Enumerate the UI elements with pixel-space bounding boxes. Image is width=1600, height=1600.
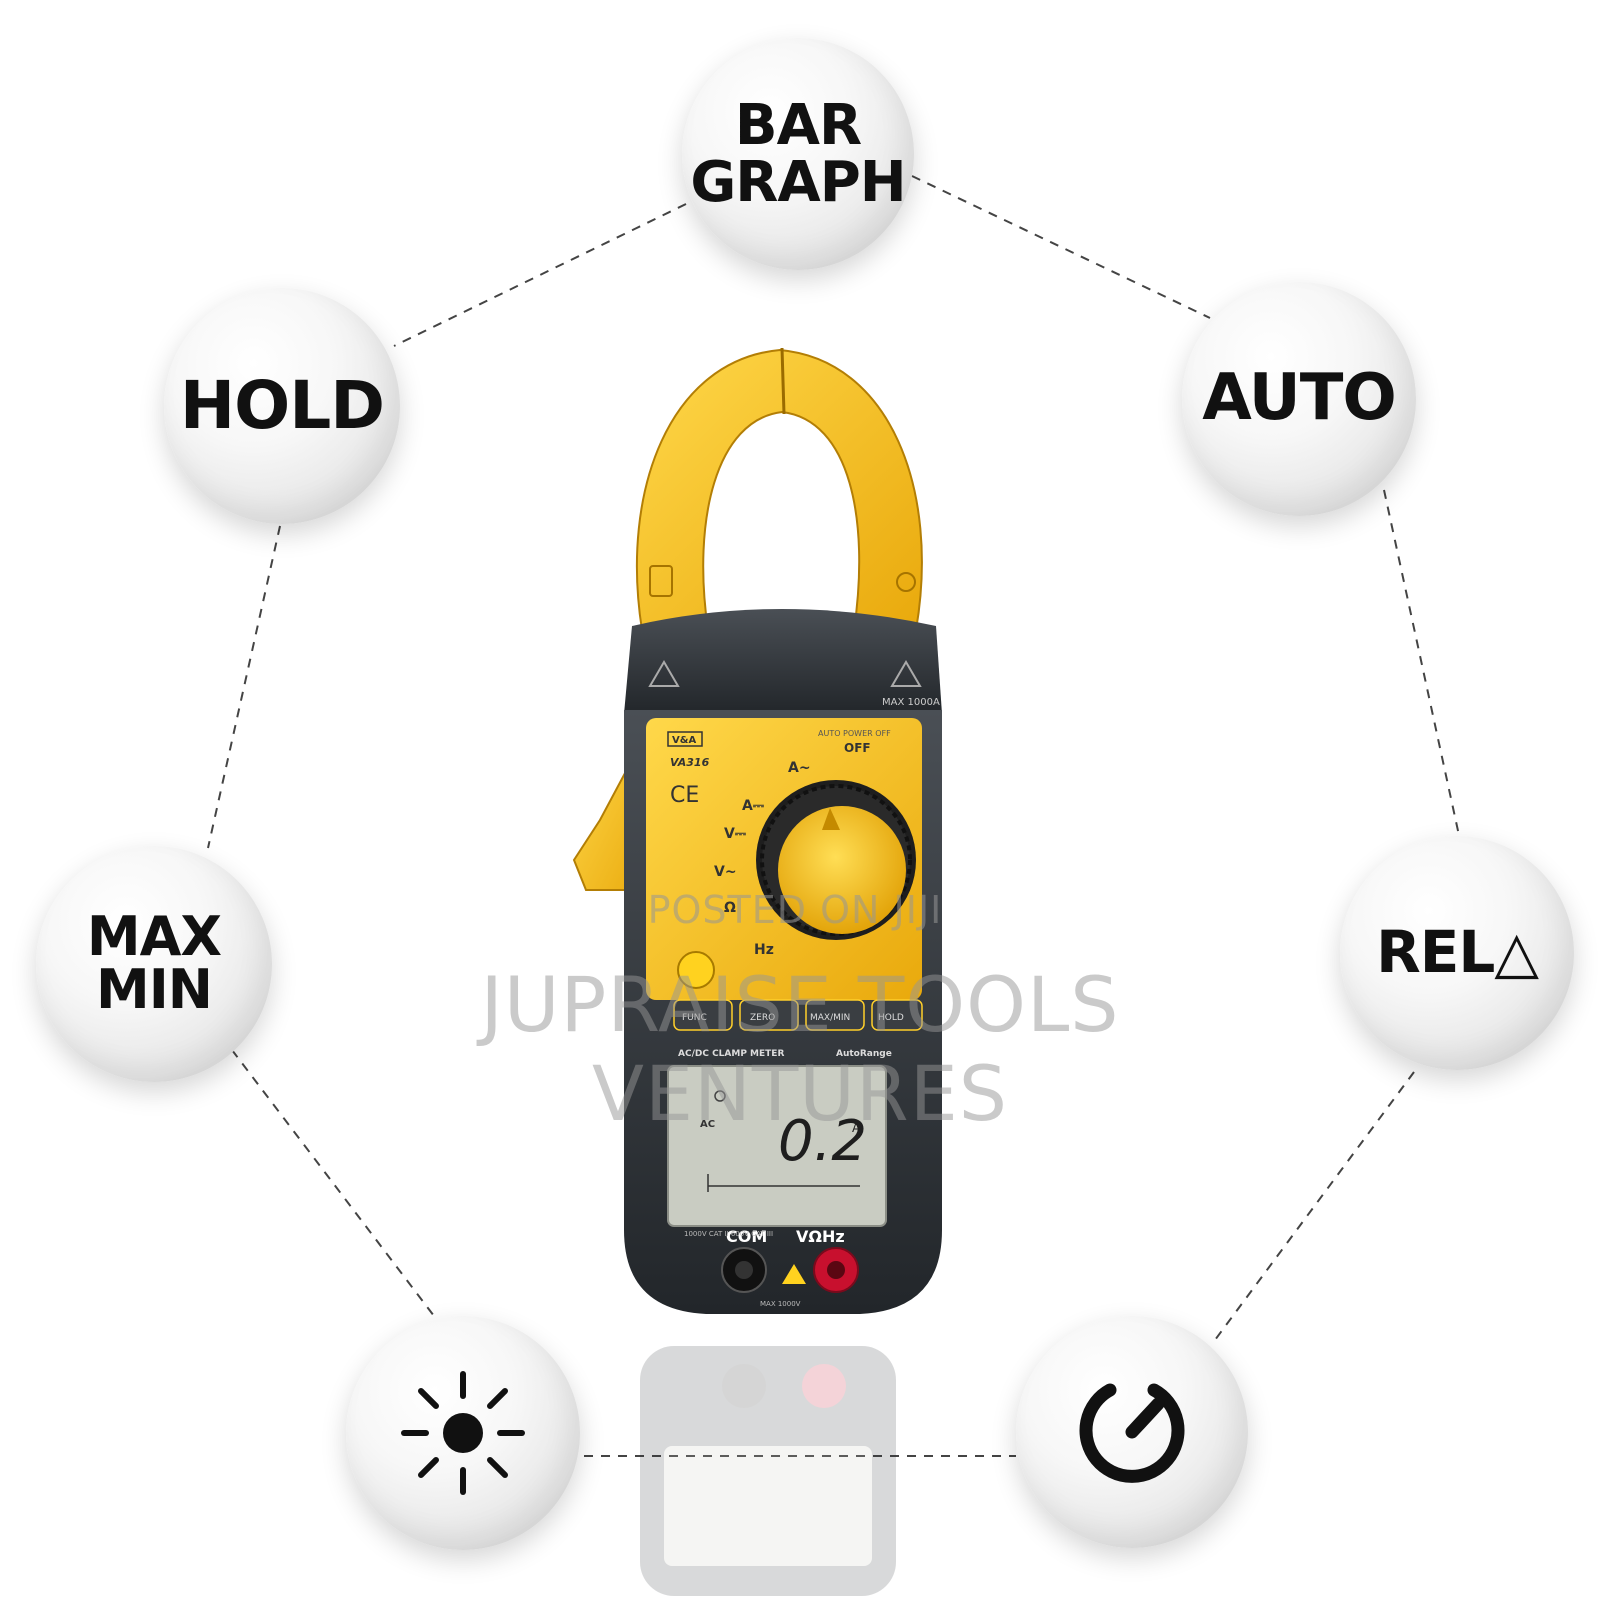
- model-label: VA316: [670, 756, 710, 769]
- watermark-posted-on: POSTED ON JIJI: [647, 888, 943, 932]
- dial-label-frequency: Hz: [754, 942, 774, 958]
- power-icon: [1079, 1383, 1185, 1483]
- dial-label-ac-voltage: V~: [714, 864, 737, 880]
- connector-bar-auto: [911, 175, 1211, 319]
- clamp-jaw: [635, 348, 923, 631]
- backlight-feature: [346, 1316, 580, 1550]
- max-min-button[interactable]: [805, 999, 865, 1031]
- rotary-dial[interactable]: [756, 780, 916, 940]
- auto-power-off-feature: [1016, 1316, 1248, 1548]
- sun-icon: [401, 1371, 525, 1495]
- hold-feature: HOLD: [164, 288, 400, 524]
- display-autorange: AutoRange: [836, 1049, 892, 1059]
- meter-shoulder: [624, 609, 942, 714]
- hold-button-label: HOLD: [878, 1013, 904, 1023]
- dial-label-dc-voltage: V⎓: [724, 826, 747, 842]
- dial-label-ac-current: A~: [788, 760, 811, 776]
- meter-reflection: [640, 1346, 896, 1596]
- zero-button-label: ZERO: [750, 1013, 775, 1023]
- rel-label: REL△: [1376, 918, 1539, 987]
- auto-feature: AUTO: [1182, 282, 1416, 516]
- cat-rating-label: 1000V CAT II 600V CAT III: [684, 1230, 773, 1238]
- function-buttons: FUNC ZERO MAX/MIN HOLD: [673, 999, 923, 1031]
- func-button-label: FUNC: [682, 1013, 707, 1023]
- max-rating-label: MAX 1000A: [882, 697, 940, 708]
- connector-bar-hold: [393, 203, 687, 347]
- watermark-company: JUPRAISE TOOLS VENTURES: [480, 960, 1120, 1138]
- backlight-key[interactable]: [677, 951, 715, 989]
- max-min-label: MAX MIN: [86, 905, 222, 1021]
- auto-power-off-label: AUTO POWER OFF: [818, 729, 891, 738]
- func-button[interactable]: [673, 999, 733, 1031]
- lcd-mode-ac: AC: [700, 1119, 715, 1130]
- com-port-label: COM: [726, 1227, 767, 1246]
- display-header: AC/DC CLAMP METER: [678, 1049, 784, 1059]
- hold-button[interactable]: [871, 999, 923, 1031]
- clamp-meter: MAX 1000A V&A VA316 CE AUTO POWER OFF OF…: [572, 347, 942, 1314]
- bar-graph-label: BAR GRAPH: [690, 92, 906, 215]
- v-port-label: VΩHz: [796, 1227, 845, 1246]
- dial-label-resistance: Ω: [724, 900, 736, 916]
- ce-mark: CE: [670, 783, 699, 808]
- max-min-feature: MAX MIN: [36, 846, 272, 1082]
- connector-max-light: [231, 1049, 435, 1317]
- dial-label-dc-current: A⎓: [742, 798, 765, 814]
- zero-button[interactable]: [739, 999, 799, 1031]
- connector-hold-max: [207, 525, 281, 849]
- connector-rel-power: [1211, 1071, 1415, 1345]
- lcd-reading: 0.2: [778, 1109, 867, 1174]
- off-label: OFF: [844, 741, 871, 755]
- hold-label: HOLD: [179, 367, 385, 445]
- auto-label: AUTO: [1202, 361, 1397, 436]
- bar-graph-feature: BAR GRAPH: [682, 38, 914, 270]
- connector-auto-rel: [1383, 489, 1461, 841]
- port-rating-label: MAX 1000V: [760, 1300, 801, 1308]
- max-min-button-label: MAX/MIN: [810, 1013, 850, 1023]
- lcd-unit: A: [852, 1121, 861, 1135]
- brand-label: V&A: [672, 735, 696, 746]
- relative-feature: REL△: [1340, 836, 1574, 1070]
